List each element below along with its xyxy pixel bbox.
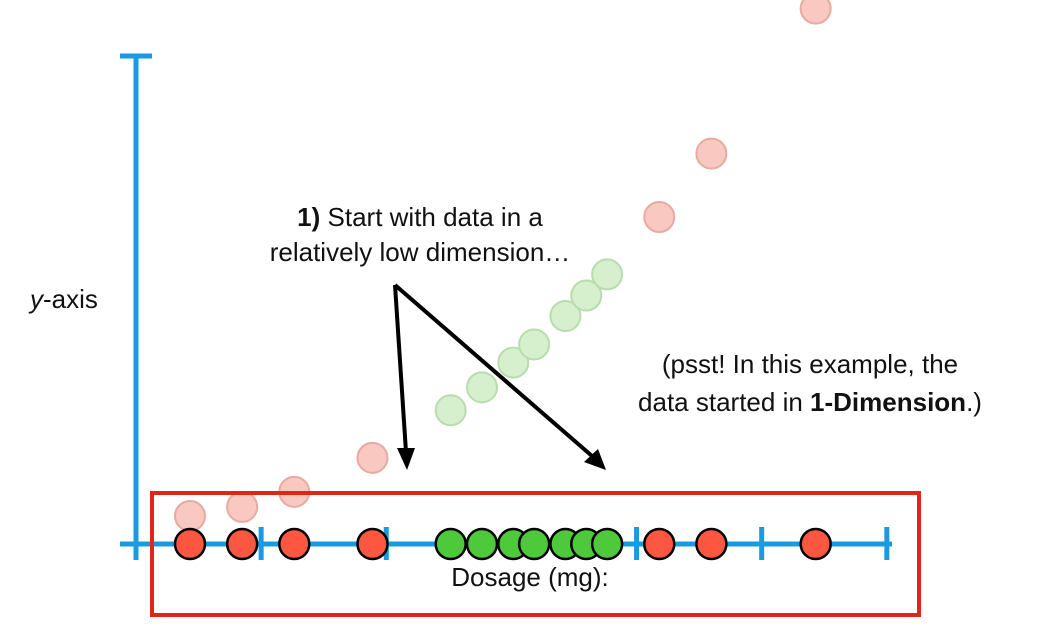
arrow-2-head [584, 449, 606, 470]
faded-point-11 [643, 201, 676, 233]
faded-point-8 [549, 300, 582, 333]
faded-point-5 [465, 371, 498, 404]
faded-point-10 [591, 258, 624, 291]
faded-point-1 [226, 490, 259, 523]
faded-point-9 [570, 279, 603, 312]
point-13 [799, 527, 832, 561]
arrow-1-head [397, 448, 415, 470]
faded-point-0 [174, 499, 206, 532]
point-2 [278, 527, 311, 561]
point-12 [695, 527, 728, 561]
arrow-2-shaft [393, 283, 594, 458]
annotation-psst-line-2: data started in 1-Dimension.) [638, 387, 982, 417]
annotation-step-1-line-1: 1) Start with data in a [297, 202, 543, 232]
x-axis-label: Dosage (mg): [451, 562, 609, 592]
faded-point-4 [434, 394, 467, 427]
point-5 [465, 527, 499, 561]
point-3 [356, 527, 389, 561]
highlight-box [150, 491, 921, 617]
point-4 [434, 527, 467, 561]
point-7 [517, 527, 551, 561]
point-11 [643, 527, 676, 561]
faded-2d-points-layer [174, 0, 832, 532]
faded-point-6 [497, 346, 530, 379]
1d-points-layer [173, 527, 832, 561]
faded-point-3 [356, 441, 389, 474]
faded-point-12 [695, 137, 728, 170]
arrow-1-shaft [393, 284, 408, 453]
y-axis-label: y-axis [30, 284, 98, 314]
annotation-step-1: 1) Start with data in a relatively low d… [220, 200, 620, 270]
axes [120, 53, 892, 560]
faded-point-7 [518, 328, 551, 361]
point-1 [225, 527, 259, 561]
faded-point-13 [799, 0, 832, 25]
arrows [393, 283, 606, 470]
point-0 [173, 527, 207, 561]
annotation-psst-line-1: (psst! In this example, the [661, 349, 959, 379]
point-10 [590, 527, 624, 561]
annotation-step-1-line-2: relatively low dimension… [269, 237, 571, 267]
annotation-psst: (psst! In this example, the data started… [590, 345, 1030, 421]
